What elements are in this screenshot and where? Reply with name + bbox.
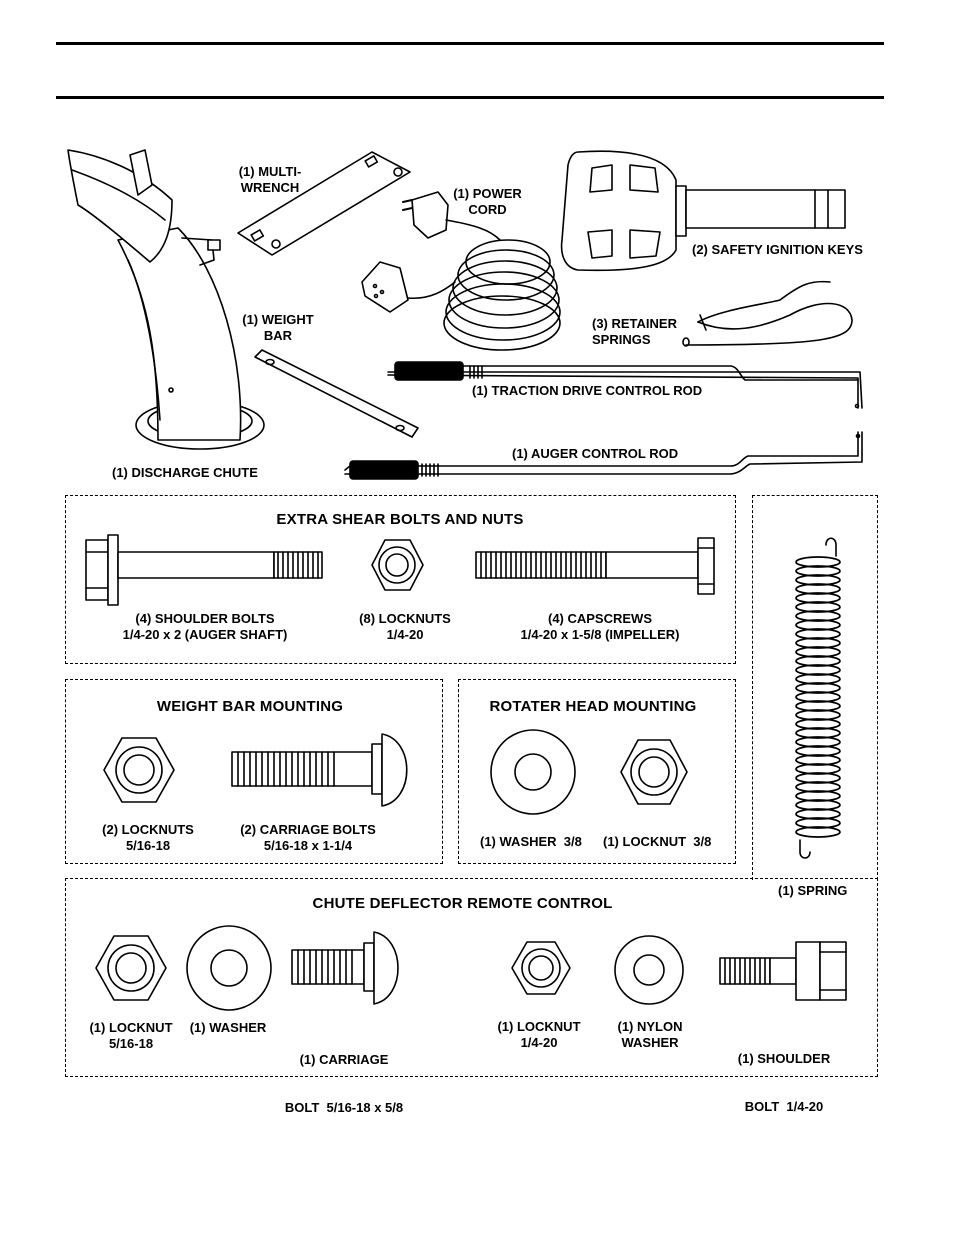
- shoulder-bolts-label-line1: (4) SHOULDER BOLTS: [135, 611, 275, 626]
- weight-bar-label: (1) WEIGHT BAR: [230, 312, 326, 344]
- carriage-bolt-drawing: [231, 733, 408, 807]
- carriage-bolts-label: (2) CARRIAGE BOLTS 5/16-18 x 1-1/4: [228, 822, 388, 854]
- multi-wrench-label: (1) MULTI- WRENCH: [225, 164, 315, 196]
- locknut-38-drawing: [620, 739, 688, 805]
- weight-mount-locknuts-label-line1: (2) LOCKNUTS: [102, 822, 194, 837]
- top-rule: [56, 42, 884, 45]
- remote-shoulder-bolt-label-line2: BOLT 1/4-20: [744, 1099, 824, 1114]
- rotater-head-mounting-box: [458, 679, 736, 864]
- washer-38-drawing: [490, 729, 576, 815]
- power-cord-label: (1) POWER CORD: [440, 186, 535, 218]
- shear-locknuts-label-line1: (8) LOCKNUTS: [359, 611, 451, 626]
- weight-bar-drawing: [254, 349, 419, 438]
- capscrews-label-line2: 1/4-20 x 1-5/8 (IMPELLER): [520, 627, 680, 642]
- remote-locknut-14-label: (1) LOCKNUT 1/4-20: [485, 1019, 593, 1051]
- remote-locknut-516-drawing: [95, 935, 167, 1001]
- weight-bar-mounting-box: [65, 679, 443, 864]
- discharge-chute-drawing: [67, 149, 265, 450]
- remote-locknut-516-label-line1: (1) LOCKNUT: [89, 1020, 173, 1035]
- multi-wrench-label-line2: WRENCH: [240, 180, 300, 195]
- weight-mount-title: WEIGHT BAR MOUNTING: [156, 698, 344, 715]
- weight-bar-label-line2: BAR: [263, 328, 293, 343]
- remote-nylon-washer-drawing: [614, 935, 684, 1005]
- remote-carriage-label-line2: BOLT 5/16-18 x 5/8: [284, 1100, 404, 1115]
- shear-bolts-box: [65, 495, 736, 664]
- capscrew-drawing: [475, 537, 715, 595]
- shear-section-title: EXTRA SHEAR BOLTS AND NUTS: [276, 511, 524, 528]
- remote-shoulder-bolt-label: (1) SHOULDER BOLT 1/4-20: [726, 1019, 842, 1131]
- carriage-bolts-label-line2: 5/16-18 x 1-1/4: [263, 838, 353, 853]
- remote-locknut-516-label-line2: 5/16-18: [108, 1036, 154, 1051]
- remote-carriage-bolt-drawing: [291, 931, 399, 1005]
- remote-shoulder-bolt-label-line1: (1) SHOULDER: [737, 1051, 831, 1066]
- remote-locknut-14-label-line2: 1/4-20: [520, 1035, 558, 1050]
- rotater-title: ROTATER HEAD MOUNTING: [489, 698, 697, 715]
- multi-wrench-drawing: [237, 151, 411, 256]
- discharge-chute-label: (1) DISCHARGE CHUTE: [112, 465, 258, 480]
- shoulder-bolts-label: (4) SHOULDER BOLTS 1/4-20 x 2 (AUGER SHA…: [100, 611, 310, 643]
- safety-key-drawing: [560, 150, 846, 272]
- traction-rod-label: (1) TRACTION DRIVE CONTROL ROD: [472, 383, 703, 398]
- retainer-springs-label-line1: (3) RETAINER: [592, 316, 677, 331]
- remote-washer-drawing: [186, 925, 272, 1011]
- remote-nylon-washer-label: (1) NYLON WASHER: [604, 1019, 696, 1051]
- traction-rod-drawing: [387, 361, 863, 409]
- safety-keys-label: (2) SAFETY IGNITION KEYS: [692, 242, 863, 257]
- capscrews-label: (4) CAPSCREWS 1/4-20 x 1-5/8 (IMPELLER): [500, 611, 700, 643]
- remote-washer-label: (1) WASHER: [189, 1020, 267, 1035]
- shear-locknuts-label: (8) LOCKNUTS 1/4-20: [345, 611, 465, 643]
- carriage-bolts-label-line1: (2) CARRIAGE BOLTS: [240, 822, 376, 837]
- remote-shoulder-bolt-drawing: [719, 941, 847, 1001]
- multi-wrench-label-line1: (1) MULTI-: [238, 164, 302, 179]
- shoulder-bolt-drawing: [85, 534, 323, 606]
- header-bottom-rule: [56, 96, 884, 99]
- power-cord-label-line2: CORD: [468, 202, 507, 217]
- power-cord-drawing: [361, 191, 561, 351]
- auger-rod-label: (1) AUGER CONTROL ROD: [512, 446, 679, 461]
- locknut-14-drawing: [371, 539, 424, 591]
- remote-locknut-14-drawing: [511, 941, 571, 995]
- weight-mount-locknuts-label-line2: 5/16-18: [125, 838, 171, 853]
- chute-remote-title: CHUTE DEFLECTOR REMOTE CONTROL: [312, 895, 613, 912]
- shear-locknuts-label-line2: 1/4-20: [386, 627, 424, 642]
- remote-carriage-label-line1: (1) CARRIAGE: [299, 1052, 389, 1067]
- remote-locknut-516-label: (1) LOCKNUT 5/16-18: [76, 1020, 186, 1052]
- remote-carriage-label: (1) CARRIAGE BOLT 5/16-18 x 5/8: [272, 1020, 416, 1132]
- spring-drawing: [795, 537, 841, 859]
- weight-bar-label-line1: (1) WEIGHT: [242, 312, 314, 327]
- retainer-springs-label: (3) RETAINER SPRINGS: [592, 316, 677, 348]
- chute-remote-box: [65, 878, 878, 1077]
- power-cord-label-line1: (1) POWER: [453, 186, 522, 201]
- remote-nylon-washer-label-line1: (1) NYLON: [617, 1019, 683, 1034]
- capscrews-label-line1: (4) CAPSCREWS: [547, 611, 652, 626]
- weight-mount-locknuts-label: (2) LOCKNUTS 5/16-18: [88, 822, 208, 854]
- remote-nylon-washer-label-line2: WASHER: [621, 1035, 679, 1050]
- remote-locknut-14-label-line1: (1) LOCKNUT: [497, 1019, 581, 1034]
- spring-label: (1) SPRING: [778, 883, 848, 898]
- shoulder-bolts-label-line2: 1/4-20 x 2 (AUGER SHAFT): [122, 627, 288, 642]
- retainer-spring-drawing: [682, 280, 853, 347]
- retainer-springs-label-line2: SPRINGS: [592, 332, 651, 347]
- auger-rod-drawing: [344, 431, 863, 480]
- locknut-516-drawing: [103, 737, 175, 803]
- spring-box: [752, 495, 878, 880]
- rotater-locknut-label: (1) LOCKNUT 3/8: [603, 834, 712, 849]
- rotater-washer-label: (1) WASHER 3/8: [480, 834, 582, 849]
